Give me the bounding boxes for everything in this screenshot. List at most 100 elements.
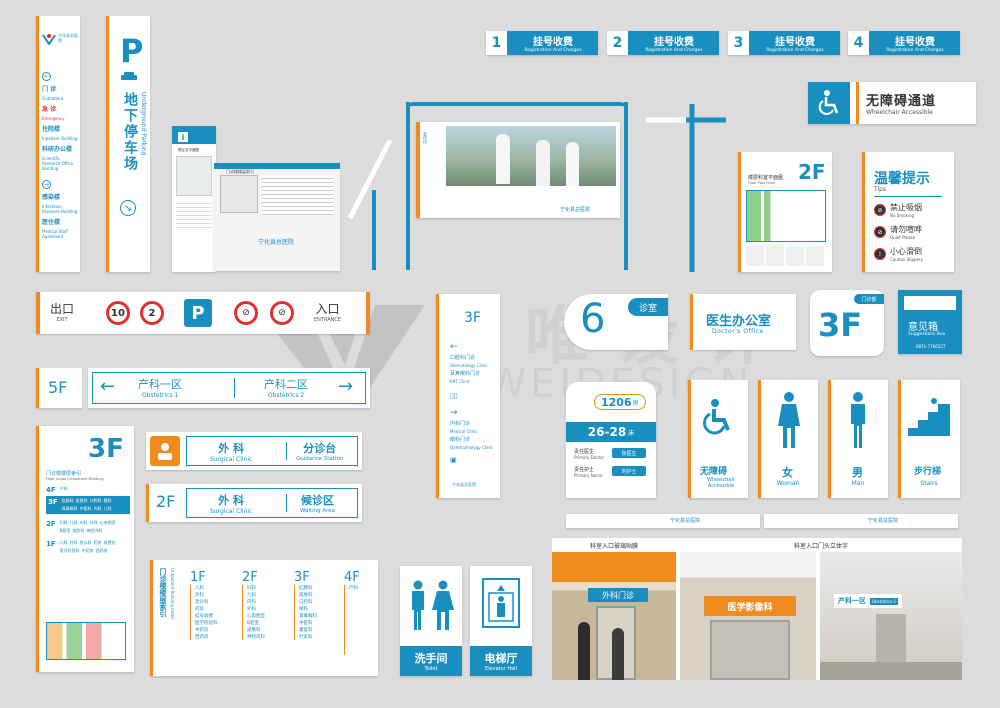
- hospital-logo-text: 宁化县总医院: [58, 33, 78, 43]
- nav-item-infection-en: Infectious Diseases Building: [42, 204, 78, 214]
- floor-directory-en: Floor Guide (Outpatient Building): [46, 477, 105, 481]
- obstetrics-right-en: Obstetrics 2: [267, 392, 305, 399]
- floor-directory-item: 心电图室: [99, 520, 116, 525]
- floor-directory-floor: 2F: [46, 520, 56, 528]
- logo-strip-right: 宁化县总医院: [764, 514, 958, 528]
- pictogram-label-en: Wheelchair Accessible: [706, 477, 736, 489]
- floor-directory-item: 耳鼻喉科: [61, 506, 78, 511]
- photo-board: 宣传栏 宁化县总医院: [406, 102, 628, 270]
- floor-side-item: 内科门诊: [450, 421, 471, 427]
- floor-plan-en: Floor Plan Floor: [748, 181, 776, 185]
- ward-doctor-name: 张医生: [612, 448, 646, 458]
- wide-directory-item: 针灸科: [299, 635, 313, 640]
- floor-side-logo-text: 宁化县总医院: [452, 482, 476, 487]
- toilet-label-bar: 洗手间 Toilet: [400, 646, 462, 676]
- obstetrics-right-label: 产科二区: [264, 378, 308, 391]
- elevator-label-bar: 电梯厅 Elevator Hall: [470, 646, 532, 676]
- registration-label: 挂号收费: [895, 37, 935, 48]
- arrow-right-icon: →: [338, 376, 354, 397]
- floor-side-item-en: Stomatology Clinic: [450, 363, 488, 368]
- floor-side-item-en: ENT Clinic: [450, 379, 471, 384]
- photo-sign-obstetrics-en: Obstetrics 1: [870, 597, 899, 605]
- obstetrics-left-en: Obstetrics 1: [141, 392, 179, 399]
- t-frame-stand: [646, 104, 726, 272]
- registration-label: 挂号收费: [654, 37, 694, 48]
- pictogram-man: 男 Man: [828, 380, 888, 498]
- surgical-right-label: 候诊区: [301, 494, 335, 507]
- exit-label: 出口: [50, 302, 75, 316]
- ward-nurse-name: 刘护士: [612, 466, 646, 476]
- floor-directory-floor: 1F: [46, 540, 56, 548]
- registration-sign-3: 3 挂号收费 Registration And Charges: [728, 31, 840, 55]
- ward-room-number: 1206: [601, 395, 632, 409]
- pictogram-label: 无障碍: [700, 467, 728, 477]
- toilet-label-en: Toilet: [424, 666, 438, 672]
- ward-nurse-label-en: Primary Nurse: [574, 473, 603, 478]
- elevator-label-en: Elevator Hall: [485, 666, 517, 672]
- photo-sign-surgical: 外科门诊: [588, 588, 648, 602]
- wide-directory-item: 儿科: [247, 593, 256, 598]
- site-map-legend: [176, 200, 212, 230]
- woman-icon: [778, 392, 800, 448]
- photo-sign-obstetrics: 产科一区 Obstetrics 1: [834, 594, 903, 608]
- exit-label-en: EXIT: [56, 317, 68, 323]
- nav-item-research-en: Scientific Research Office Building: [42, 156, 74, 171]
- ward-beds-suffix: 床: [628, 429, 635, 437]
- tips-title: 温馨提示: [874, 171, 930, 187]
- wide-directory-item: 中药房: [195, 628, 209, 633]
- floor-directory-item: 中药房: [81, 548, 94, 553]
- floor-directory-item: 肛肠科: [61, 498, 74, 503]
- floor-plan-map: [746, 190, 826, 242]
- registration-label-en: Registration And Charges: [766, 48, 824, 53]
- registration-sign-1: 1 挂号收费 Registration And Charges: [486, 31, 598, 55]
- wide-directory-sign: 门诊楼楼层索引 Outpatient Building Index 1F 儿科 …: [150, 560, 378, 676]
- floor-directory-item: 外科: [89, 520, 98, 525]
- photo-corridor: 产科一区 Obstetrics 1: [820, 552, 962, 680]
- nav-item-staff: 医住楼: [42, 219, 61, 226]
- wide-directory-floor: 4F: [344, 570, 360, 585]
- floor-label-tag: 门诊部: [854, 294, 884, 304]
- toilet-icon: [412, 580, 454, 630]
- wide-directory-item: 肛肠科: [299, 586, 313, 591]
- arrow-down-right-icon: ↘: [120, 200, 136, 216]
- wide-directory-item: 产科: [349, 586, 358, 591]
- photo-sign-obstetrics-cn: 产科一区: [838, 597, 866, 605]
- registration-number: 4: [848, 31, 870, 55]
- clinic-room-label: 诊室: [628, 298, 668, 316]
- wide-directory-item: 神经内科: [247, 635, 265, 640]
- angled-stand: [347, 140, 393, 270]
- logo-strip-text: 宁化县总医院: [670, 518, 701, 524]
- pictogram-label-en: Man: [851, 480, 865, 487]
- wide-directory-floor: 2F: [242, 570, 258, 585]
- nav-item-outpatient: 门 诊: [42, 86, 57, 93]
- wide-directory-item: 外科: [195, 593, 204, 598]
- floor-directory-item: 儿科: [103, 506, 112, 511]
- floor-side-item: 眼科门诊: [450, 437, 471, 443]
- elevator-sign: 电梯厅 Elevator Hall: [470, 566, 532, 676]
- wide-directory-floor: 3F: [294, 570, 310, 585]
- wide-directory-item: 儿科: [195, 586, 204, 591]
- floor-side-item: 口腔科门诊: [450, 355, 476, 361]
- entrance-label: 入口: [315, 302, 340, 316]
- photo-caption-right: 科室入口门头立体字: [793, 542, 848, 550]
- registration-number: 3: [728, 31, 750, 55]
- wide-directory-item: 皮肤科: [247, 628, 261, 633]
- registration-label: 挂号收费: [533, 37, 573, 48]
- pictogram-label: 女: [782, 466, 793, 479]
- quiet-icon: ⊘: [874, 226, 886, 238]
- ward-doctor-label-en: Primary Doctor: [574, 455, 605, 460]
- surgical-label: 外 科: [218, 494, 245, 507]
- site-map-title: 院区总平面图: [178, 148, 199, 152]
- suggestion-box: 意见箱 Suggestions Box 0871-7766527: [898, 290, 962, 354]
- nav-item-research: 科研办公楼: [42, 146, 73, 153]
- nurse-icon: [150, 436, 180, 466]
- vertical-nav-pillar: 宁化县总医院 ← 门 诊 Outpatient 急 诊 Emergency 住院…: [36, 16, 80, 272]
- suggestion-box-phone: 0871-7766527: [916, 344, 946, 349]
- doctors-office-title: 医生办公室: [706, 314, 772, 329]
- nav-item-staff-en: Medical Staff Apartment: [42, 229, 68, 239]
- logo-strip-text: 宁化县总医院: [868, 518, 899, 524]
- floor-directory-map: [46, 622, 126, 660]
- hospital-logo-icon: [42, 34, 56, 46]
- wheelchair-access-title: 无障碍通道: [866, 94, 937, 109]
- doctors-photo: [446, 126, 616, 186]
